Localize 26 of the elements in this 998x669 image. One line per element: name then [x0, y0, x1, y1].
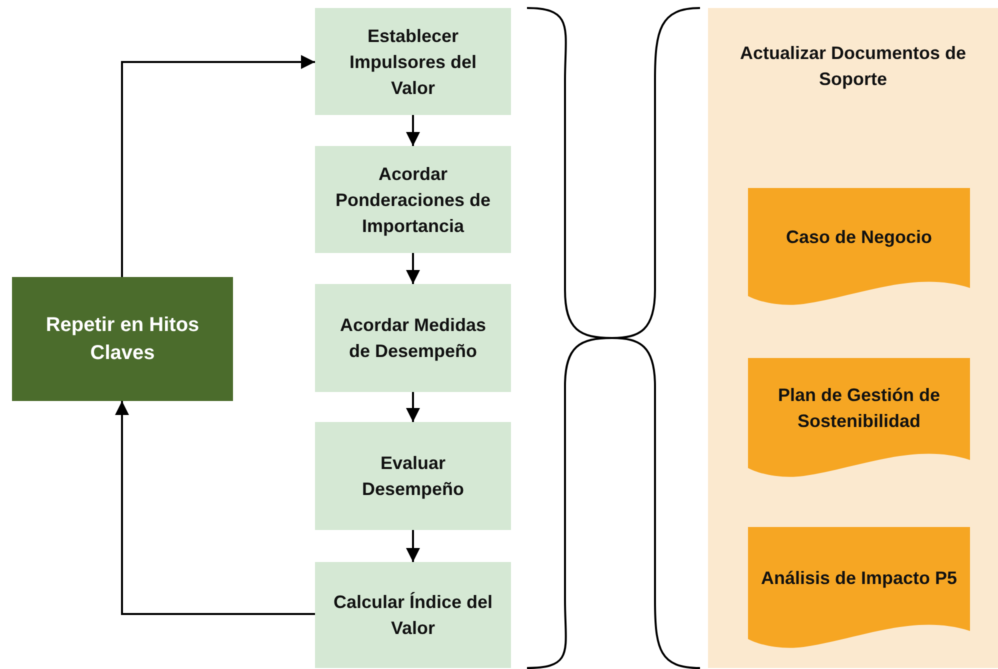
- arrow: [406, 115, 420, 146]
- node-label: Repetir en Hitos Claves: [44, 313, 200, 366]
- document-shape: [748, 358, 970, 478]
- arrow: [406, 392, 420, 422]
- arrow: [406, 253, 420, 284]
- arrow: [115, 401, 315, 615]
- group-panel: [708, 8, 998, 668]
- node-label: Evaluar Desempeño: [360, 452, 466, 501]
- process-box: [315, 8, 511, 115]
- node-label: Plan de Gestión de Sostenibilidad: [776, 384, 942, 433]
- arrow: [406, 530, 420, 562]
- node-label: Caso de Negocio: [786, 226, 932, 249]
- node-label: Calcular Índice del Valor: [332, 591, 494, 640]
- arrow: [121, 55, 315, 277]
- process-box: [315, 422, 511, 530]
- process-box: [315, 146, 511, 253]
- node-label: Establecer Impulsores del Valor: [348, 24, 478, 100]
- node-label: Análisis de Impacto P5: [760, 567, 958, 590]
- node-label: Acordar Medidas de Desempeño: [338, 314, 488, 363]
- process-box: [12, 277, 233, 401]
- document-shape: [748, 527, 970, 649]
- document-shape: [748, 188, 970, 306]
- process-box: [315, 284, 511, 392]
- node-label: Actualizar Documentos de Soporte: [738, 42, 968, 91]
- node-label: Acordar Ponderaciones de Importancia: [334, 162, 492, 238]
- process-box: [315, 562, 511, 668]
